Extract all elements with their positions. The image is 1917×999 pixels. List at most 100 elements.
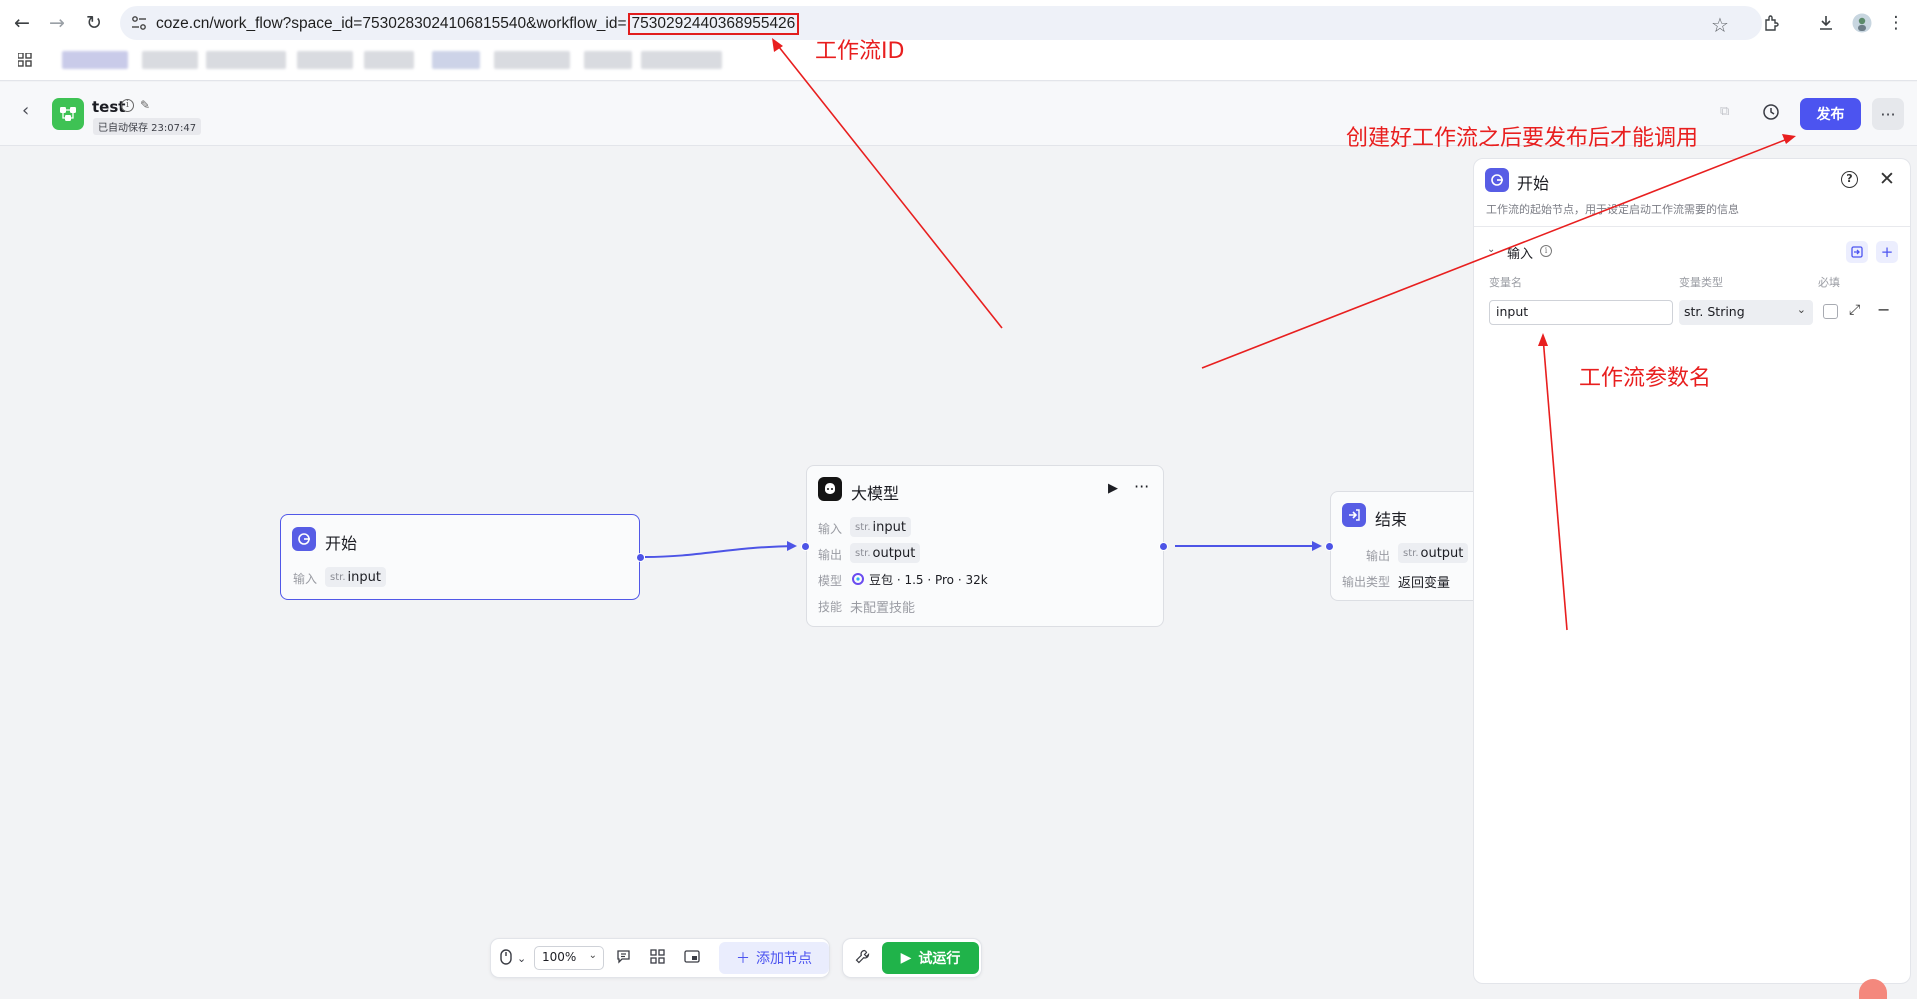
blurred-bookmark[interactable] [206, 51, 286, 69]
selected-type: str. String [1684, 304, 1745, 319]
annotation-workflow-id: 工作流ID [815, 39, 905, 64]
browser-menu-icon[interactable]: ⋮ [1887, 13, 1905, 33]
blurred-bookmark[interactable] [584, 51, 632, 69]
panel-description: 工作流的起始节点，用于设定启动工作流需要的信息 [1486, 203, 1739, 216]
col-header-var-type: 变量类型 [1679, 276, 1723, 289]
llm-output-tag: str.output [850, 543, 921, 563]
plus-icon: ＋ [736, 951, 750, 967]
apps-grid-icon[interactable] [18, 53, 32, 67]
llm-input-port[interactable] [801, 542, 810, 551]
end-output-tag: str.output [1398, 543, 1469, 563]
test-run-label: 试运行 [918, 951, 961, 967]
end-output-kind-label: 输出类型 [1342, 575, 1391, 589]
var-name: input [872, 519, 906, 535]
back-chevron-icon[interactable]: ‹ [22, 100, 30, 121]
back-arrow-icon[interactable]: ← [14, 12, 30, 34]
history-icon[interactable] [1762, 103, 1780, 121]
zoom-value: 100% [542, 950, 577, 964]
minimap-icon[interactable] [684, 949, 700, 968]
llm-skill-label: 技能 [818, 600, 843, 614]
run-node-play-icon[interactable]: ▶ [1108, 481, 1118, 496]
llm-input-tag: str.input [850, 517, 911, 537]
bookmark-star-icon[interactable]: ☆ [1711, 13, 1729, 37]
variable-type-select[interactable]: str. String ⌄ [1679, 300, 1813, 325]
required-checkbox[interactable] [1823, 304, 1838, 319]
llm-model-value: 豆包 · 1.5 · Pro · 32k [869, 573, 988, 587]
end-node-icon [1342, 503, 1366, 527]
type-prefix: str. [1403, 547, 1419, 559]
chevron-down-icon[interactable]: ⌄ [1487, 244, 1496, 255]
chevron-down-icon[interactable]: ⌄ [517, 952, 527, 965]
start-output-port[interactable] [636, 553, 645, 562]
floating-assistant-icon[interactable] [1859, 979, 1887, 999]
chevron-down-icon: ⌄ [588, 950, 597, 961]
blurred-bookmark[interactable] [62, 51, 128, 69]
workflow-name: test [92, 98, 126, 116]
llm-output-port[interactable] [1159, 542, 1168, 551]
play-icon: ▶ [900, 950, 912, 966]
llm-node-title: 大模型 [851, 484, 900, 503]
more-options-button[interactable]: ··· [1872, 98, 1904, 130]
forward-arrow-icon[interactable]: → [49, 12, 65, 34]
import-icon[interactable] [1846, 241, 1868, 263]
variable-name-input[interactable]: input [1489, 300, 1673, 325]
url-text[interactable]: coze.cn/work_flow?space_id=7530283024106… [156, 13, 800, 35]
doubao-logo-icon [852, 573, 864, 585]
var-name: input [347, 569, 381, 585]
input-section-title[interactable]: 输入 [1507, 247, 1534, 262]
add-node-button[interactable]: ＋ 添加节点 [719, 942, 829, 974]
address-bar[interactable] [120, 6, 1762, 40]
download-icon[interactable] [1815, 12, 1837, 34]
llm-node-icon [818, 477, 842, 501]
start-input-label: 输入 [293, 572, 318, 586]
wrench-icon[interactable] [855, 949, 870, 968]
auto-layout-icon[interactable] [650, 949, 665, 968]
info-icon[interactable]: i [1540, 245, 1552, 257]
blurred-bookmark[interactable] [297, 51, 353, 69]
expand-icon[interactable]: ⤢ [1849, 302, 1861, 318]
close-icon[interactable]: ✕ [1879, 168, 1895, 190]
start-node-icon [292, 527, 316, 551]
add-node-label: 添加节点 [756, 951, 812, 967]
test-run-button[interactable]: ▶ 试运行 [882, 942, 979, 974]
zoom-select[interactable]: 100% ⌄ [534, 946, 604, 970]
help-icon[interactable]: ? [1841, 171, 1858, 188]
panel-title: 开始 [1517, 174, 1550, 193]
edit-icon[interactable]: ✎ [140, 98, 151, 112]
node-more-icon[interactable]: ··· [1134, 477, 1150, 496]
edge-arrowhead [1312, 541, 1322, 551]
blurred-bookmark[interactable] [364, 51, 414, 69]
blurred-bookmark[interactable] [641, 51, 722, 69]
end-output-label: 输出 [1366, 549, 1391, 563]
type-prefix: str. [855, 547, 871, 559]
mouse-mode-icon[interactable] [500, 949, 512, 969]
type-prefix: str. [330, 571, 346, 583]
workflow-logo-icon [52, 98, 84, 130]
llm-skill-value: 未配置技能 [850, 601, 916, 616]
start-node-icon [1485, 168, 1509, 192]
var-name: output [872, 545, 916, 561]
add-variable-button[interactable]: + [1876, 241, 1898, 263]
extensions-icon[interactable] [1761, 12, 1783, 34]
chevron-down-icon: ⌄ [1796, 303, 1806, 316]
annotation-param-name: 工作流参数名 [1579, 366, 1712, 391]
site-settings-icon[interactable] [131, 15, 147, 31]
col-header-required: 必填 [1818, 276, 1840, 289]
col-header-var-name: 变量名 [1489, 276, 1522, 289]
var-name: output [1420, 545, 1464, 561]
publish-button[interactable]: 发布 [1800, 98, 1861, 130]
comment-icon[interactable] [616, 949, 631, 968]
url-prefix: coze.cn/work_flow?space_id=7530283024106… [156, 15, 627, 32]
reload-icon[interactable]: ↻ [86, 12, 102, 34]
info-icon[interactable]: i [121, 99, 134, 112]
remove-variable-icon[interactable]: − [1877, 300, 1891, 319]
copy-icon[interactable]: ⧉ [1720, 104, 1730, 119]
end-node-title: 结束 [1375, 510, 1408, 529]
annotation-publish-note: 创建好工作流之后要发布后才能调用 [1346, 126, 1699, 151]
start-node[interactable] [280, 514, 640, 600]
blurred-bookmark[interactable] [494, 51, 570, 69]
blurred-bookmark[interactable] [142, 51, 198, 69]
end-input-port[interactable] [1325, 542, 1334, 551]
profile-avatar[interactable] [1851, 12, 1873, 34]
blurred-bookmark[interactable] [432, 51, 480, 69]
